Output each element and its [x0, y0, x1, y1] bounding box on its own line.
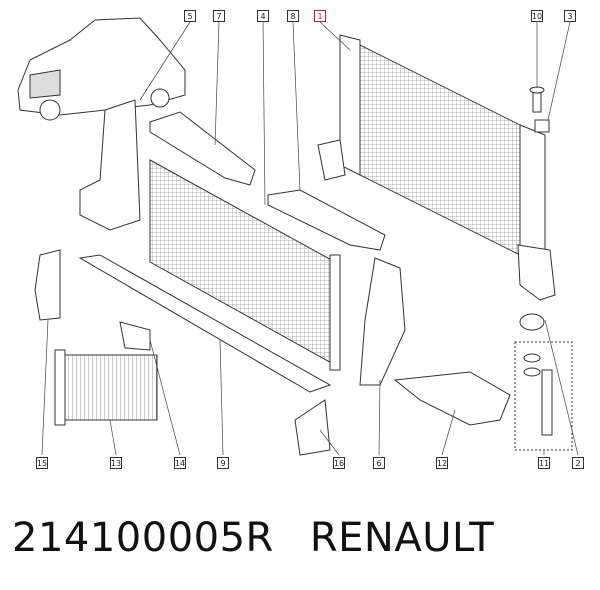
callout-8[interactable]: 8: [287, 10, 299, 22]
radiator-bracket-right: [517, 244, 556, 301]
callout-6[interactable]: 6: [373, 457, 385, 469]
air-guide-part-7: [149, 111, 256, 186]
condenser-part-4: [149, 159, 341, 371]
callout-7[interactable]: 7: [213, 10, 225, 22]
callout-10[interactable]: 10: [531, 10, 543, 22]
clip-part-3: [534, 119, 550, 133]
deflector-part-6: [359, 257, 406, 386]
bracket-part-14: [119, 321, 151, 351]
callout-9[interactable]: 9: [217, 457, 229, 469]
radiator-part-1: [339, 34, 546, 271]
screw-part-10: [529, 86, 545, 113]
kit-part-11: [514, 341, 573, 451]
cap-part-2: [519, 313, 545, 331]
parts-diagram: [17, 17, 579, 456]
callout-5[interactable]: 5: [184, 10, 196, 22]
air-duct-part-12: [393, 371, 511, 426]
callout-2[interactable]: 2: [572, 457, 584, 469]
callout-11[interactable]: 11: [538, 457, 550, 469]
callout-3[interactable]: 3: [564, 10, 576, 22]
callout-16[interactable]: 16: [333, 457, 345, 469]
radiator-bracket-left: [317, 139, 346, 181]
callout-14[interactable]: 14: [174, 457, 186, 469]
callout-1[interactable]: 1: [314, 10, 326, 22]
car-illustration: [17, 17, 186, 121]
part-number: 214100005R: [12, 515, 274, 561]
callout-15[interactable]: 15: [36, 457, 48, 469]
deflector-part-15: [34, 249, 61, 321]
deflector-part-5: [79, 99, 141, 231]
beam-part-9: [78, 254, 332, 393]
callout-4[interactable]: 4: [257, 10, 269, 22]
callout-13[interactable]: 13: [110, 457, 122, 469]
callout-12[interactable]: 12: [436, 457, 448, 469]
part-caption: 214100005R RENAULT: [12, 515, 592, 575]
leader-lines: [41, 21, 579, 456]
deflector-part-16: [294, 399, 331, 456]
brand-name: RENAULT: [309, 515, 495, 561]
heater-core-part-13: [54, 349, 158, 426]
